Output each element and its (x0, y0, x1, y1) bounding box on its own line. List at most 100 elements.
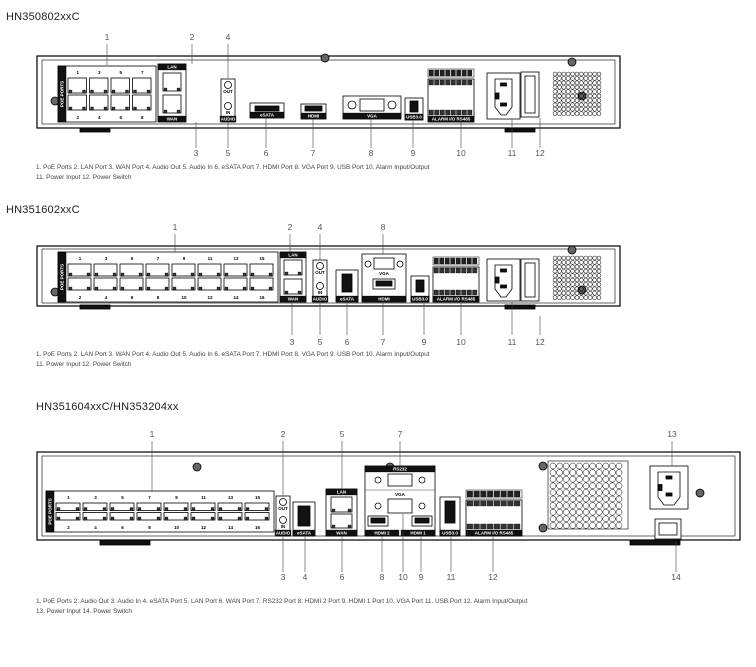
vent-hole (552, 84, 558, 90)
rj45-port-icon (190, 512, 216, 521)
rj45-port-icon (283, 278, 303, 295)
vent-hole (570, 80, 575, 86)
vent-hole (579, 102, 584, 108)
vent-hole (582, 462, 590, 470)
rj45-led (110, 507, 115, 511)
vent-hole (592, 286, 597, 292)
terminal (456, 109, 462, 116)
wan-label-bar (279, 295, 307, 303)
esata-label-bar (249, 111, 285, 119)
alarm-pin-label (439, 69, 445, 77)
rj45-led (245, 507, 250, 511)
terminal (450, 79, 456, 86)
terminal (444, 267, 450, 274)
vent-hole (574, 89, 580, 94)
rj45-led (297, 271, 302, 276)
poe-port-number: 3 (105, 256, 108, 261)
vent-hole (561, 290, 567, 296)
vent-hole (579, 295, 584, 300)
rj45-led (198, 272, 203, 277)
pin (500, 268, 507, 273)
rj45-led (94, 286, 99, 291)
poe-port-number: 16 (255, 525, 261, 530)
poe-port-number: 8 (141, 115, 144, 120)
vent-hole (565, 80, 571, 86)
usb-slot (415, 279, 425, 293)
vent-hole (557, 93, 562, 99)
vga-connector (373, 257, 395, 270)
vent-hole (583, 286, 589, 292)
vent-hole (565, 255, 571, 261)
vent-hole (576, 462, 583, 470)
rs232-screw (374, 476, 382, 484)
rj45-led (75, 516, 80, 521)
wan-label: WAN (167, 117, 178, 122)
vent-hole (579, 80, 584, 86)
vent-hole (587, 295, 593, 300)
vent-hole (557, 290, 562, 296)
rj45-led (146, 286, 151, 291)
vent-hole (587, 93, 593, 99)
vent-hole (570, 273, 575, 278)
terminal (455, 267, 461, 274)
vent-hole (574, 98, 580, 103)
lan-wan-block (279, 251, 307, 303)
rj45-port-icon (89, 94, 109, 111)
vent-hole (562, 502, 570, 509)
lan-label: LAN (337, 490, 346, 495)
vga-label-bar (342, 112, 402, 120)
pin (500, 102, 507, 107)
rj45-led (216, 286, 221, 291)
terminal (444, 289, 450, 296)
rj45-port-icon (249, 277, 274, 291)
poe-port-number: 7 (157, 256, 160, 261)
vent-hole (583, 76, 589, 81)
vent-hole (602, 475, 610, 483)
vent-hole (576, 522, 583, 529)
vent-hole (557, 264, 562, 270)
vent-hole (596, 71, 602, 77)
poe-port-number: 14 (228, 525, 234, 530)
rj45-led (82, 106, 86, 111)
rs232-screw (418, 476, 426, 484)
screw-icon (567, 245, 577, 255)
callout-number: 2 (281, 429, 286, 439)
vent-hole (579, 277, 584, 283)
callout-number: 11 (447, 572, 456, 582)
terminal (472, 267, 478, 274)
screw-icon (538, 523, 548, 533)
vent-hole (609, 462, 616, 470)
rj45-led (218, 516, 223, 521)
rj45-led (284, 290, 289, 295)
vent-hole (602, 522, 610, 529)
lan-label: LAN (288, 253, 297, 258)
vent-hole (595, 515, 603, 523)
rj45-port-icon (145, 277, 170, 291)
esata-label-bar (292, 529, 316, 537)
vent-hole (615, 475, 623, 483)
audio-out-label: OUT (278, 506, 288, 511)
vent-hole (574, 282, 580, 287)
rj45-port-icon (171, 277, 196, 291)
vent-hole (569, 502, 577, 509)
rj45-port-icon (171, 263, 196, 277)
hdmi1-label-bar (400, 529, 436, 537)
alarm-io-port (427, 78, 475, 123)
rj45-led (120, 272, 125, 277)
vent-hole (561, 295, 567, 300)
vent-hole (562, 495, 570, 503)
alarm-pin-label (493, 490, 500, 498)
callout-number: 7 (381, 337, 386, 347)
foot (79, 304, 111, 310)
vent-hole (609, 482, 616, 490)
rj45-led (163, 109, 168, 114)
rj45-led (250, 286, 255, 291)
fan-vent (552, 71, 602, 116)
lan-label: LAN (167, 65, 176, 70)
usb-label-bar (410, 295, 430, 303)
esata-slot (341, 273, 353, 293)
terminal (466, 267, 472, 274)
poe-port-number: 8 (148, 525, 151, 530)
rj45-led (224, 272, 229, 277)
vent-hole (552, 273, 558, 278)
